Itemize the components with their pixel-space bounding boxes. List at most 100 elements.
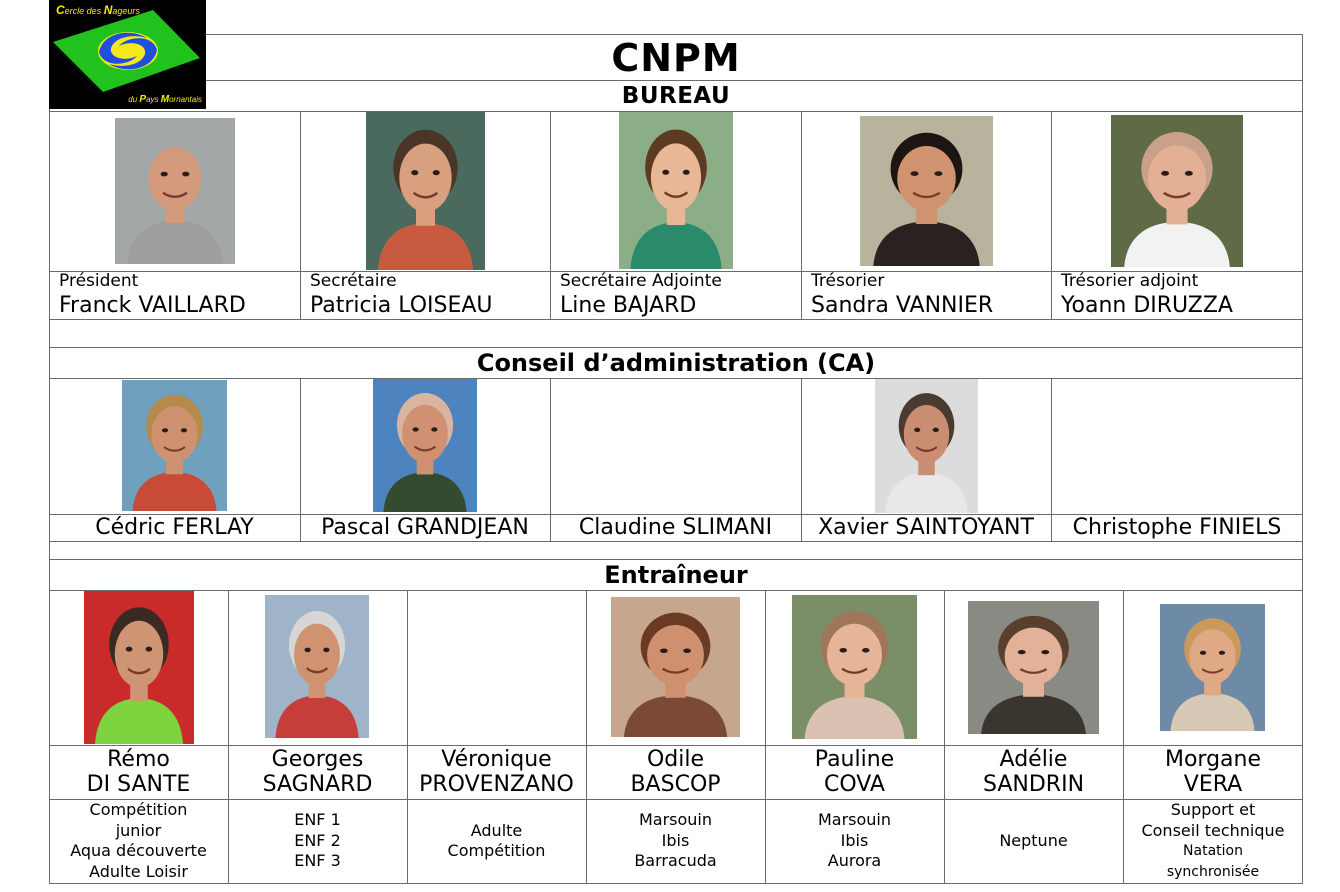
vertical-rule (801, 378, 802, 541)
person-photo (1111, 115, 1243, 267)
logo-text-part: ornantais (169, 95, 202, 104)
club-logo: Cercle des Nageurs du Pays Mornantais (49, 0, 206, 109)
coach-group-line: Aurora (827, 851, 882, 871)
vertical-rule (228, 590, 229, 884)
coach-first-name: Adélie (999, 747, 1068, 772)
horizontal-rule (49, 883, 1303, 884)
person-photo (265, 595, 369, 738)
horizontal-rule (49, 541, 1303, 542)
vertical-rule (49, 109, 50, 884)
member-name: Patricia LOISEAU (310, 293, 493, 318)
person-photo (968, 601, 1099, 734)
logo-bottom-text: du Pays Mornantais (128, 94, 202, 105)
logo-text-part: P (139, 94, 147, 105)
ca-member-name: Cédric FERLAY (95, 515, 254, 540)
vertical-rule (1051, 111, 1052, 319)
coach-first-name: Morgane (1164, 747, 1262, 772)
vertical-rule (300, 378, 301, 541)
member-role: Secrétaire Adjointe (560, 271, 722, 291)
horizontal-rule (49, 111, 1303, 112)
person-photo (122, 380, 227, 511)
member-role: Président (59, 271, 139, 291)
member-name: Sandra VANNIER (811, 293, 994, 318)
horizontal-rule (206, 80, 1303, 81)
horizontal-rule (49, 319, 1303, 320)
vertical-rule (550, 111, 551, 319)
coach-group-line: Barracuda (634, 851, 717, 871)
coach-first-name: Georges (271, 747, 364, 772)
coach-group-line: Compétition (89, 800, 188, 819)
member-role: Trésorier adjoint (1061, 271, 1199, 291)
member-name: Line BAJARD (560, 293, 697, 318)
person-photo (366, 112, 485, 270)
ca-member-name: Claudine SLIMANI (578, 515, 773, 540)
vertical-rule (300, 111, 301, 319)
coach-groups: Neptune (944, 799, 1123, 883)
vertical-rule (407, 590, 408, 884)
logo-text-part: M (160, 94, 170, 105)
section-title-ca: Conseil d’administration (CA) (476, 348, 876, 377)
horizontal-rule (49, 271, 1303, 272)
coach-last-name: PROVENZANO (419, 772, 574, 797)
coach-group-line: Conseil technique (1141, 820, 1285, 840)
page-title: CNPM (611, 36, 741, 80)
coach-first-name: Rémo (107, 747, 170, 772)
coach-group-line: Compétition (447, 841, 546, 860)
coach-group-line: Adulte Loisir (89, 861, 188, 881)
coach-group-line: Neptune (999, 830, 1068, 850)
horizontal-rule (49, 799, 1303, 800)
person-photo (611, 597, 740, 737)
person-photo (115, 118, 235, 264)
person-photo (84, 590, 194, 744)
ca-member-name: Xavier SAINTOYANT (818, 515, 1034, 540)
logo-top-text: Cercle des Nageurs (56, 3, 140, 17)
person-photo (860, 116, 993, 266)
coach-last-name: SAGNARD (262, 772, 373, 797)
person-photo (792, 595, 917, 739)
horizontal-rule (49, 378, 1303, 379)
vertical-rule (801, 111, 802, 319)
person-photo (373, 378, 477, 512)
logo-swirl-icon (53, 10, 200, 92)
coach-group-line: ENF 2 (294, 830, 341, 850)
coach-group-line: Support et (1170, 800, 1256, 819)
coach-group-line: Adulte (470, 820, 523, 840)
horizontal-rule (49, 559, 1303, 560)
horizontal-rule (49, 347, 1303, 348)
coach-first-name: Véronique (441, 747, 552, 772)
logo-text-part: ercle des (64, 6, 104, 16)
horizontal-rule (49, 590, 1303, 591)
coach-last-name: BASCOP (630, 772, 721, 797)
coach-group-line: Natation (1183, 843, 1243, 859)
logo-text-part: ageurs (112, 6, 140, 16)
section-title-coaches: Entraîneur (604, 560, 748, 589)
logo-text-part: ays (146, 95, 161, 104)
coach-group-line: junior (115, 820, 162, 840)
horizontal-rule (49, 514, 1303, 515)
horizontal-rule (206, 34, 1303, 35)
coach-group-line: ENF 3 (294, 851, 341, 871)
coach-group-line: synchronisée (1166, 863, 1260, 880)
coach-last-name: SANDRIN (982, 772, 1085, 797)
coach-last-name: DI SANTE (86, 772, 191, 797)
vertical-rule (550, 378, 551, 541)
coach-group-line: Aqua découverte (70, 841, 207, 860)
member-name: Yoann DIRUZZA (1061, 293, 1233, 318)
logo-text-part: du (128, 95, 140, 104)
section-title-bureau: BUREAU (621, 83, 731, 109)
coach-group-line: Ibis (840, 830, 869, 850)
coach-last-name: COVA (824, 772, 885, 797)
person-photo (1160, 604, 1265, 731)
person-photo (619, 112, 733, 269)
vertical-rule (1123, 590, 1124, 884)
vertical-rule (586, 590, 587, 884)
